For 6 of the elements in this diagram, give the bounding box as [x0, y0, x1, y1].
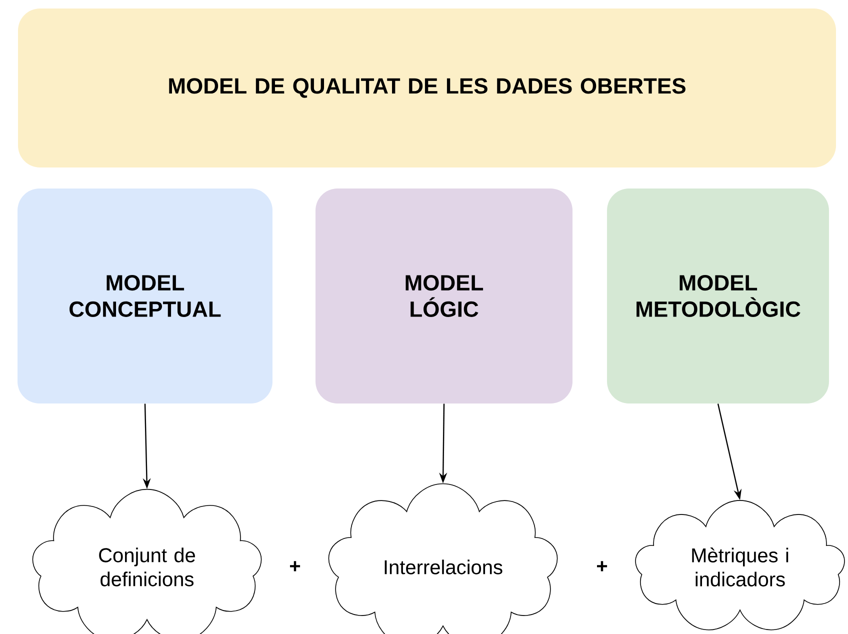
title-banner: MODEL DE QUALITAT DE LES DADES OBERTES	[18, 8, 836, 168]
model-box: MODEL CONCEPTUAL	[18, 188, 272, 404]
plus-sign: +	[597, 561, 608, 572]
plus-sign: +	[290, 561, 300, 572]
model-box: MODEL METODOLÒGIC	[607, 188, 829, 404]
model-box: MODEL LÓGIC	[316, 188, 572, 404]
